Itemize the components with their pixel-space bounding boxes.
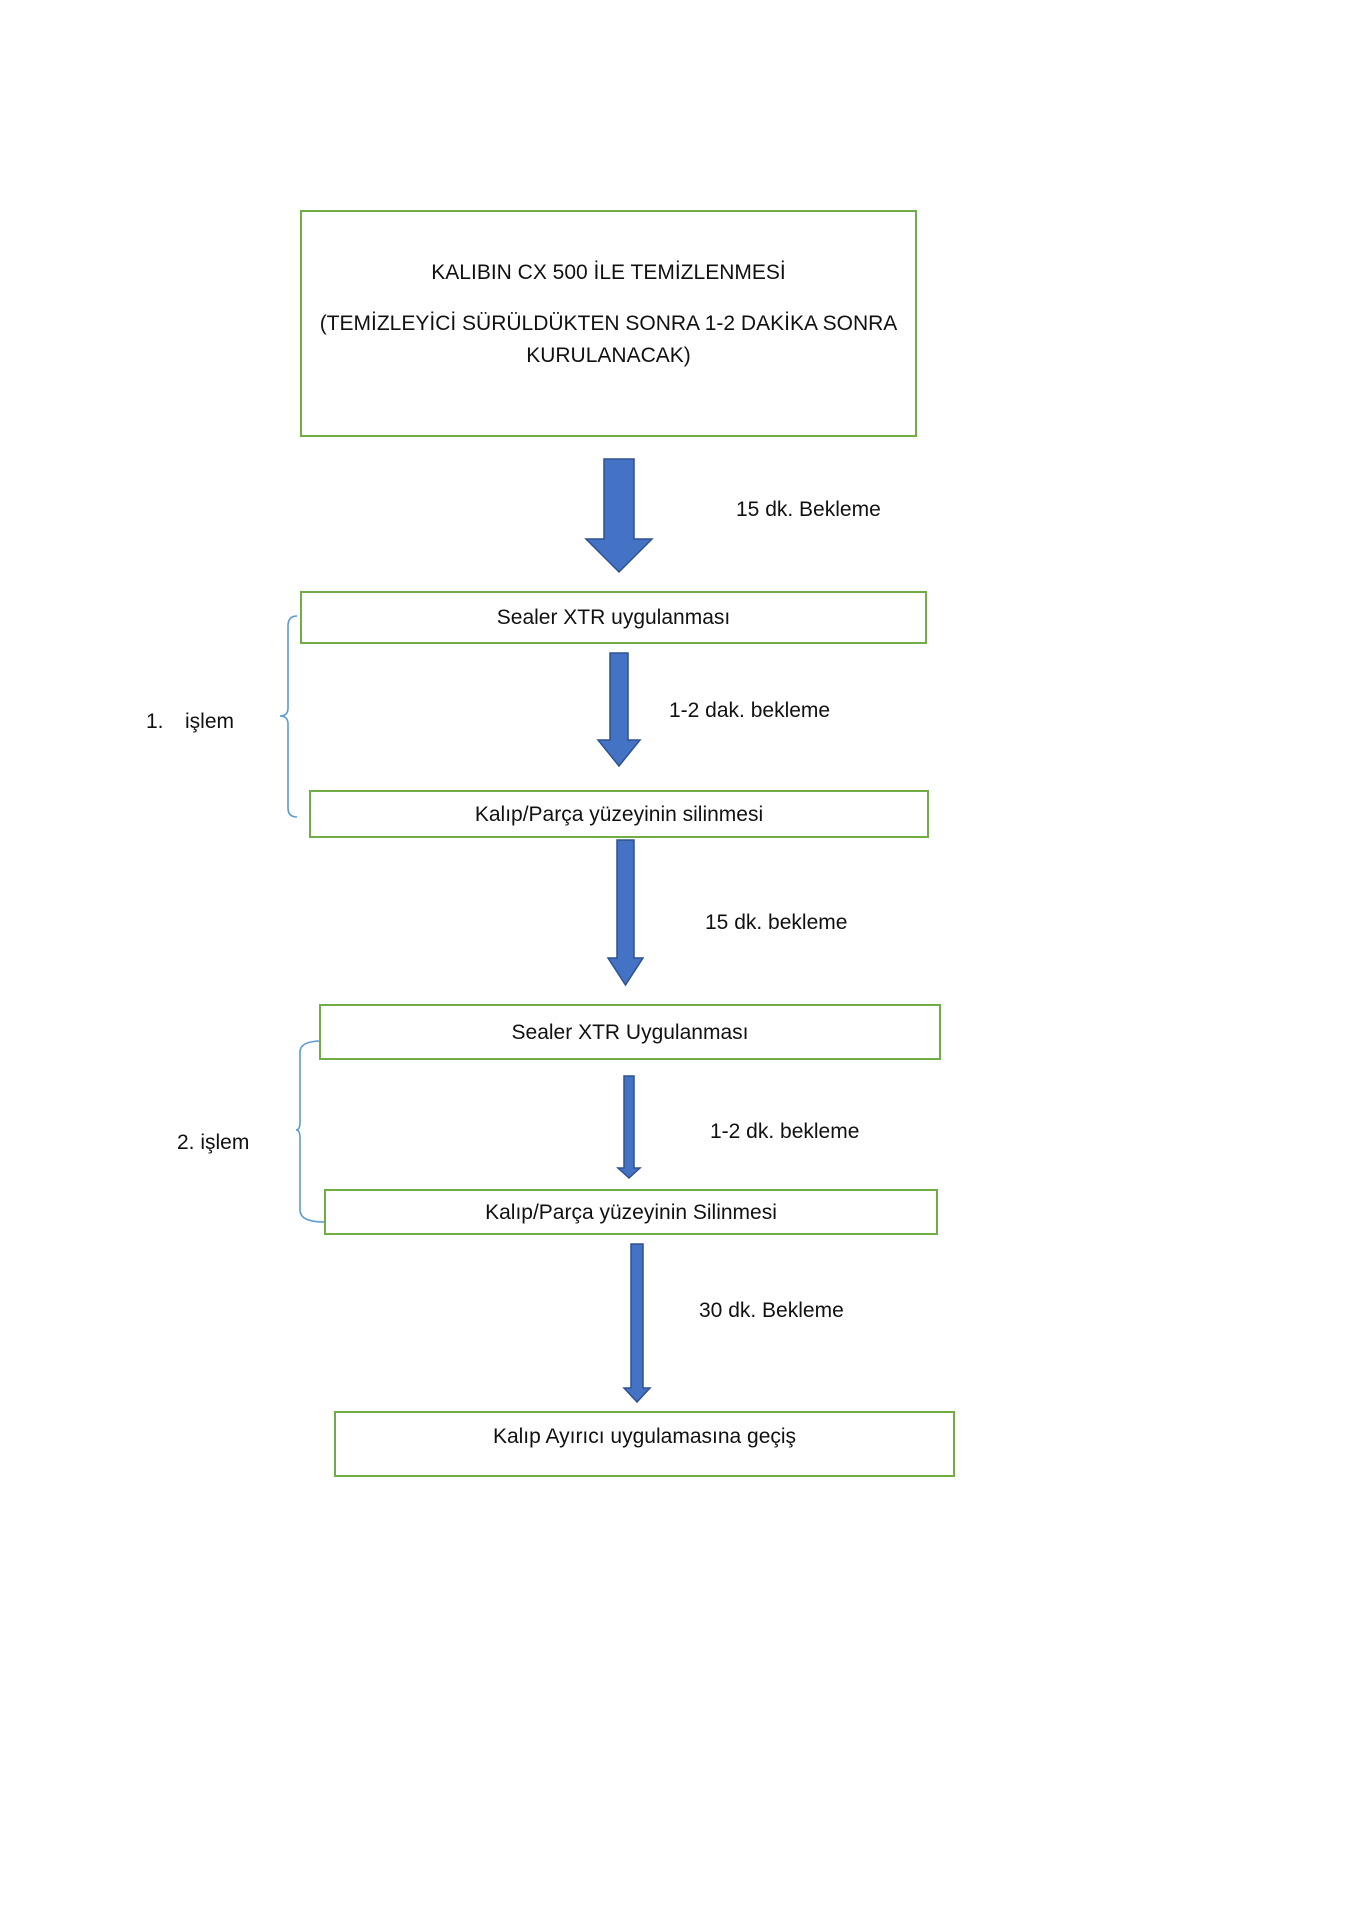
group-1-number: 1. [146,710,164,733]
cleaning-step-title: KALIBIN CX 500 İLE TEMİZLENMESİ [431,261,786,284]
final-step-label: Kalıp Ayırıcı uygulamasına geçiş [492,1425,797,1448]
down-arrow-1 [584,458,654,574]
group-1-label: işlem [185,710,235,733]
group-2-brace [295,1040,325,1223]
wipe-step-1-box: Kalıp/Parça yüzeyinin silinmesi [309,790,929,838]
wait-label-5: 30 dk. Bekleme [699,1299,844,1322]
wipe-step-2-box: Kalıp/Parça yüzeyinin Silinmesi [324,1189,938,1235]
sealer-step-1-label: Sealer XTR uygulanması [496,606,731,629]
wait-label-1: 15 dk. Bekleme [736,498,881,521]
sealer-step-2-box: Sealer XTR Uygulanması [319,1004,941,1060]
wait-label-4: 1-2 dk. bekleme [710,1120,860,1143]
cleaning-step-note-line2: KURULANACAK) [526,344,691,367]
down-arrow-3 [606,839,645,987]
sealer-step-1-box: Sealer XTR uygulanması [300,591,927,644]
down-arrow-2 [596,652,642,768]
cleaning-step-note-line1: (TEMİZLEYİCİ SÜRÜLDÜKTEN SONRA 1-2 DAKİK… [319,312,898,335]
wait-label-3: 15 dk. bekleme [705,911,848,934]
wipe-step-1-label: Kalıp/Parça yüzeyinin silinmesi [474,803,764,826]
cleaning-step-box: KALIBIN CX 500 İLE TEMİZLENMESİ (TEMİZLE… [300,210,917,437]
wipe-step-2-label: Kalıp/Parça yüzeyinin Silinmesi [485,1201,777,1224]
final-step-box: Kalıp Ayırıcı uygulamasına geçiş [334,1411,955,1477]
wait-label-2: 1-2 dak. bekleme [669,699,831,722]
sealer-step-2-label: Sealer XTR Uygulanması [511,1021,749,1044]
down-arrow-5 [622,1243,652,1404]
down-arrow-4 [616,1075,642,1180]
group-1-brace [279,615,298,818]
group-2-label: 2. işlem [177,1131,250,1154]
